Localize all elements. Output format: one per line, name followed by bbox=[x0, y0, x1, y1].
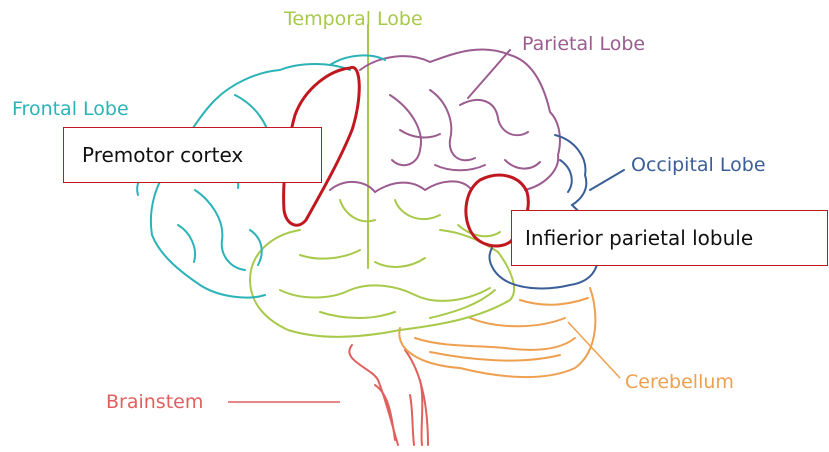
parietal-region bbox=[330, 49, 560, 192]
occipital-lobe-label: Occipital Lobe bbox=[631, 154, 766, 176]
brainstem-region bbox=[349, 345, 428, 445]
cerebellum-label: Cerebellum bbox=[625, 371, 734, 393]
inferior-parietal-lobule-callout: Infierior parietal lobule bbox=[511, 210, 828, 266]
cerebellum-region bbox=[399, 288, 595, 377]
premotor-cortex-callout: Premotor cortex bbox=[63, 127, 322, 183]
brainstem-label: Brainstem bbox=[106, 391, 203, 413]
parietal-lobe-label: Parietal Lobe bbox=[522, 33, 645, 55]
leader-lines bbox=[228, 322, 620, 402]
temporal-lobe-label: Temporal Lobe bbox=[284, 8, 423, 30]
frontal-lobe-label: Frontal Lobe bbox=[12, 98, 129, 120]
